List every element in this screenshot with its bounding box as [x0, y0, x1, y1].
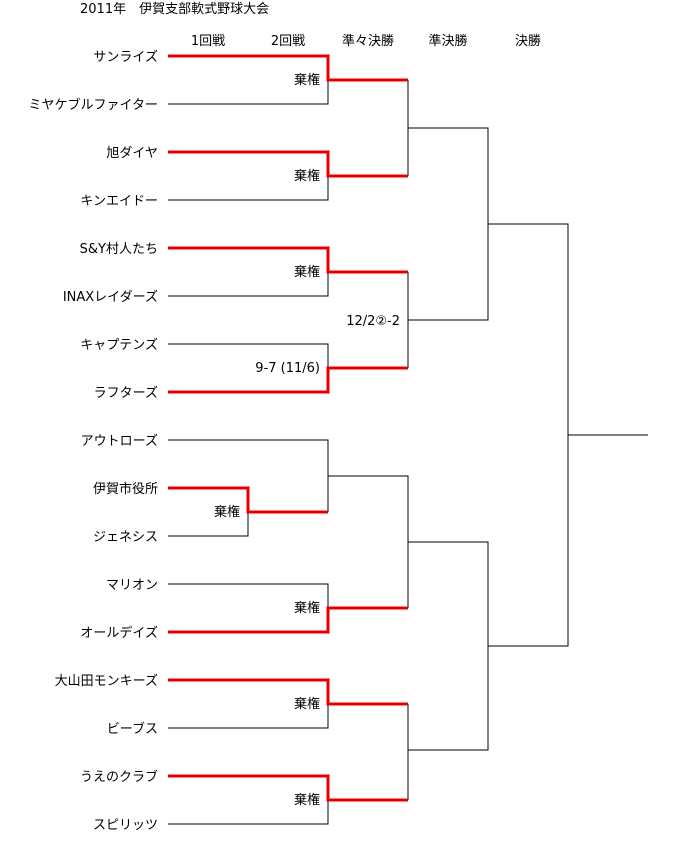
round-header-quarterfinal: 準々決勝: [342, 33, 394, 49]
team-name: ビーブス: [107, 721, 158, 737]
result-note: 9-7 (11/6): [255, 361, 320, 376]
round-header-2: 2回戦: [271, 34, 305, 49]
page-title: 2011年 伊賀支部軟式野球大会: [80, 1, 269, 17]
team-name: ラフターズ: [94, 385, 158, 401]
team-name: 旭ダイヤ: [106, 146, 158, 161]
result-note: 12/2②-2: [346, 314, 400, 329]
round-header-final: 決勝: [515, 34, 541, 49]
team-name: 大山田モンキーズ: [55, 673, 158, 689]
team-name: ジェネシス: [93, 530, 158, 545]
round-header-semifinal: 準決勝: [428, 33, 467, 49]
winner-lines: [168, 54, 408, 802]
team-name: キャプテンズ: [80, 337, 158, 353]
result-note: 棄権: [294, 600, 320, 616]
team-name: オールデイズ: [80, 625, 158, 641]
team-name: ミヤケブルファイター: [29, 97, 158, 113]
result-note: 棄権: [294, 168, 320, 184]
team-name: マリオン: [106, 578, 158, 593]
team-name: S&Y村人たち: [80, 242, 158, 257]
result-note: 棄権: [294, 792, 320, 808]
result-note: 棄権: [214, 504, 240, 520]
team-name: うえのクラブ: [80, 769, 158, 785]
result-note: 棄権: [294, 72, 320, 88]
team-name: スピリッツ: [93, 818, 158, 833]
team-name: INAXレイダーズ: [63, 289, 158, 305]
team-name: アウトローズ: [81, 433, 158, 449]
team-name: 伊賀市役所: [93, 481, 158, 497]
team-name: サンライズ: [93, 49, 158, 65]
result-note: 棄権: [294, 264, 320, 280]
team-name: キンエイドー: [80, 194, 158, 209]
round-header-1: 1回戦: [191, 34, 225, 49]
bracket-lines: [168, 80, 648, 825]
result-note: 棄権: [294, 696, 320, 712]
